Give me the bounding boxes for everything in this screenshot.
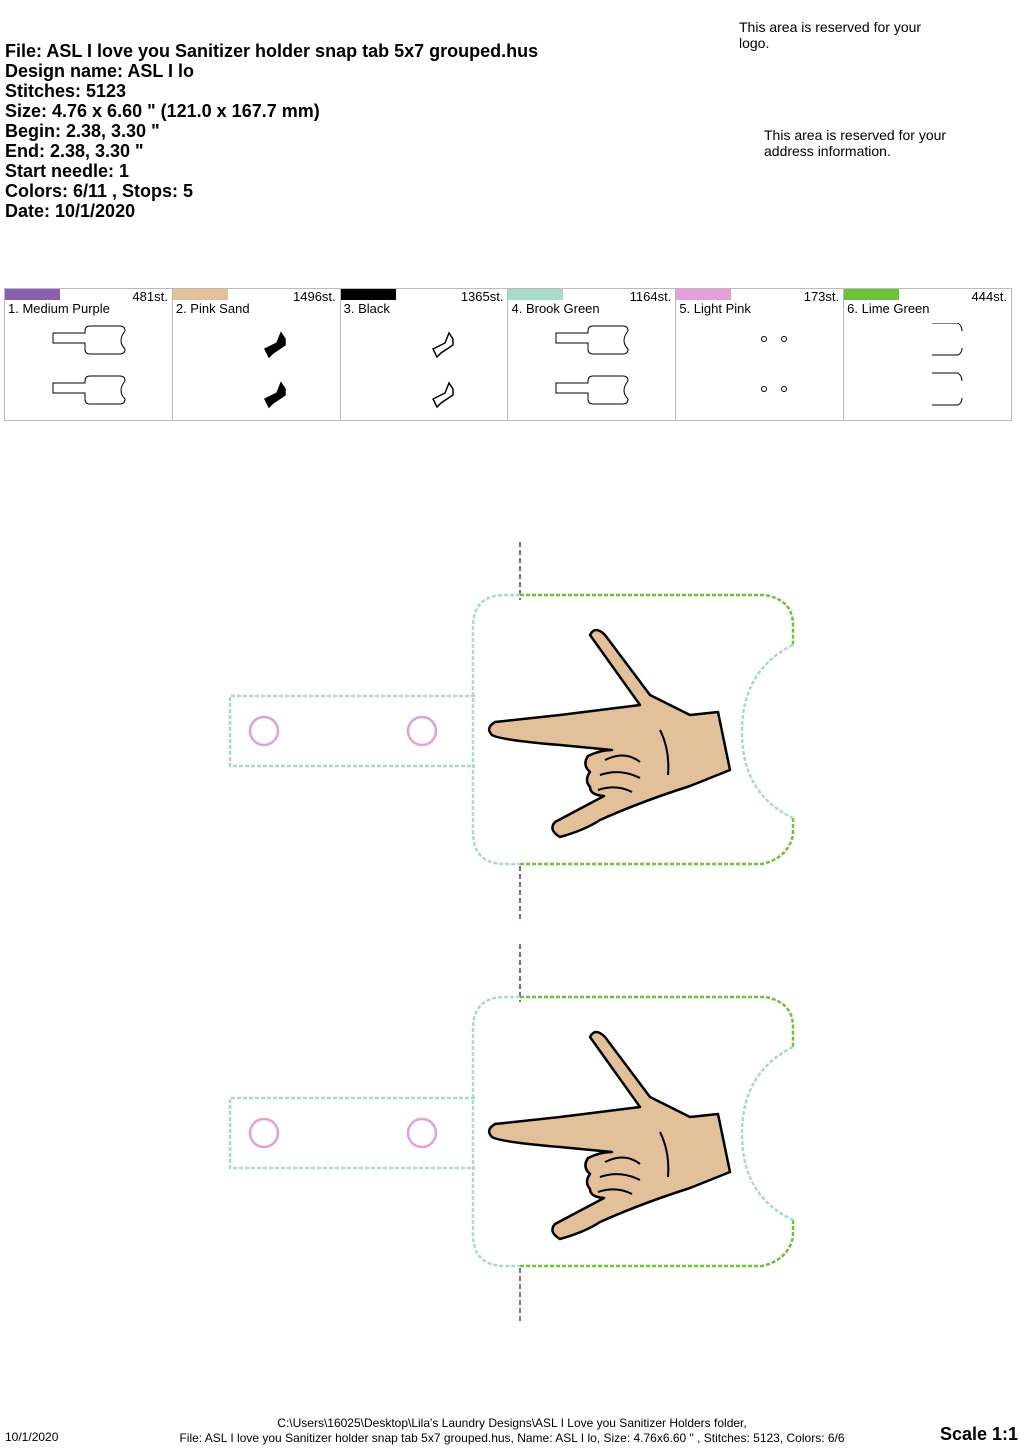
stitches-line: Stitches: 5123: [5, 81, 127, 101]
color-stitches: 173st.: [803, 289, 840, 304]
size-line: Size: 4.76 x 6.60 " (121.0 x 167.7 mm): [5, 101, 320, 121]
color-chart: 481st. 1. Medium Purple 1496st. 2. Pink Sa…: [4, 288, 1012, 421]
address-reserved-text: This area is reserved for your address i…: [764, 127, 947, 159]
begin-line: Begin: 2.38, 3.30 ": [5, 121, 160, 141]
color-cell: 1365st. 3. Black: [340, 289, 509, 420]
color-stitches: 1164st.: [629, 289, 672, 304]
holder-opening: [740, 643, 794, 820]
color-swatch: [844, 289, 900, 300]
color-stitches: 481st.: [132, 289, 168, 304]
color-name: 6. Lime Green: [847, 301, 930, 316]
color-name: 1. Medium Purple: [8, 301, 110, 316]
footer-info-line: File: ASL I love you Sanitizer holder sn…: [179, 1431, 845, 1445]
color-swatch: [508, 289, 564, 300]
scale-label: Scale 1:1: [939, 1424, 1018, 1444]
color-cell: 1164st. 4. Brook Green: [508, 289, 677, 420]
design-info: File: ASL I love you Sanitizer holder sn…: [5, 41, 538, 221]
footer-date: 10/1/2020: [5, 1430, 59, 1444]
color-name: 3. Black: [343, 301, 390, 316]
color-swatch: [172, 289, 228, 300]
color-swatch: [676, 289, 732, 300]
hand-outline-icon: [431, 331, 454, 409]
snap-dots-icon: [761, 336, 788, 392]
snap-circle: [248, 715, 280, 747]
color-cell: 1496st. 2. Pink Sand: [172, 289, 341, 420]
color-cell: 481st. 1. Medium Purple: [5, 289, 173, 420]
holder-outline-right: [520, 593, 795, 866]
snap-circle: [406, 715, 438, 747]
snap-tab-outline: [228, 694, 475, 768]
sanitizer-holder-unit: [228, 542, 795, 920]
color-name: 5. Light Pink: [679, 301, 751, 316]
date-line: Date: 10/1/2020: [5, 201, 136, 221]
design-preview: [228, 542, 795, 1324]
logo-reserved-text: This area is reserved for your logo.: [739, 19, 922, 51]
file-line: File: ASL I love you Sanitizer holder sn…: [5, 41, 539, 61]
color-stitches: 1496st.: [293, 289, 336, 304]
color-stitches: 444st.: [971, 289, 1007, 304]
color-swatch: [5, 289, 60, 300]
color-stitches: 1365st.: [460, 289, 504, 304]
color-cell: 173st. 5. Light Pink: [676, 289, 845, 420]
colors-stops-line: Colors: 6/11 , Stops: 5: [5, 181, 194, 201]
hand-finger-lines: [597, 729, 670, 793]
color-name: 4. Brook Green: [511, 301, 600, 316]
hand-fill-icon: [263, 331, 286, 409]
start-needle-line: Start needle: 1: [5, 161, 130, 181]
tab-outline-icon: [52, 325, 126, 405]
side-lines-icon: [932, 323, 963, 406]
color-name: 2. Pink Sand: [175, 301, 250, 316]
footer-path-line: C:\Users\16025\Desktop\Lila's Laundry De…: [277, 1416, 747, 1430]
tab-outline-icon: [555, 325, 629, 405]
color-cell: 444st. 6. Lime Green: [844, 289, 1011, 420]
footer-text: C:\Users\16025\Desktop\Lila's Laundry De…: [0, 1416, 1024, 1446]
end-line: End: 2.38, 3.30 ": [5, 141, 144, 161]
hand-sign-i-love-you: [487, 628, 732, 839]
color-swatch: [340, 289, 396, 300]
design-name-line: Design name: ASL I lo: [5, 61, 195, 81]
holder-outline-left: [471, 593, 520, 866]
